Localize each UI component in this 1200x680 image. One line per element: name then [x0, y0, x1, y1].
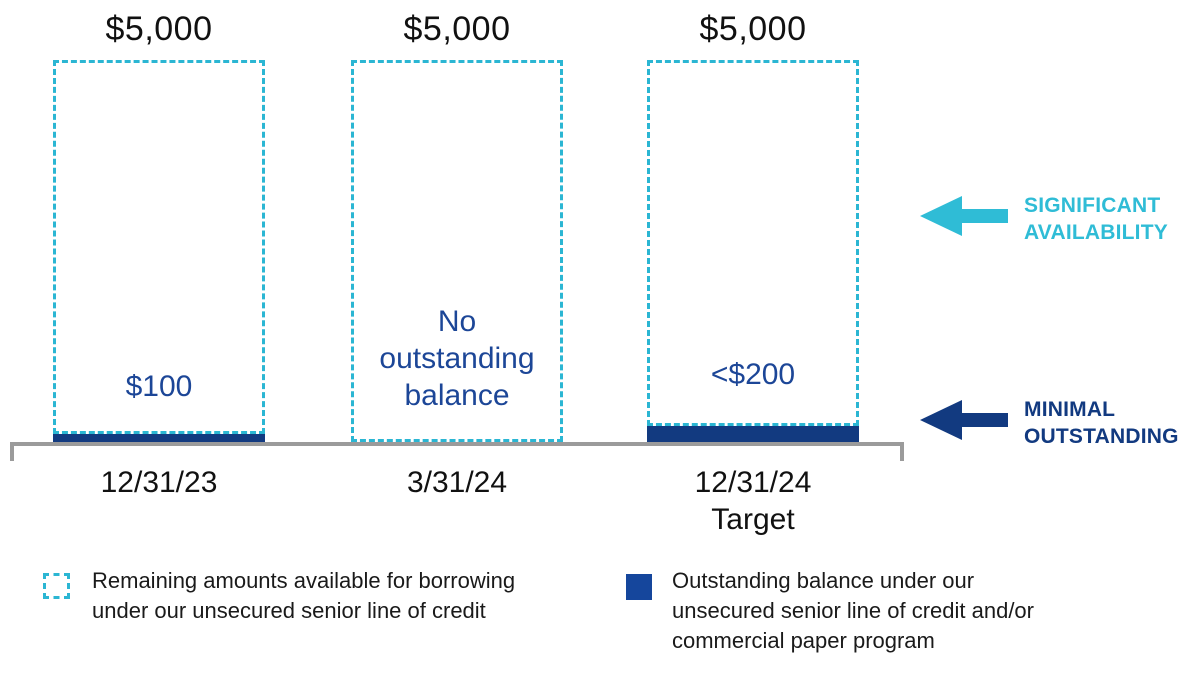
- x-axis-line: [10, 442, 904, 461]
- legend-dashed-swatch-icon: [43, 573, 70, 599]
- capacity-label-1: $5,000: [105, 10, 213, 48]
- outstanding-bar-3: [647, 426, 859, 442]
- balance-label-1: $100: [125, 370, 193, 403]
- legend-item-outstanding: Outstanding balance under our unsecured …: [672, 568, 1034, 653]
- x-axis-label-1: 12/31/23: [100, 466, 218, 499]
- availability-box-1: [53, 60, 265, 434]
- legend-filled-swatch-icon: [626, 574, 652, 600]
- left-arrow-navy-icon: [920, 400, 1008, 440]
- minimal-outstanding-label: MINIMAL OUTSTANDING: [1024, 398, 1179, 448]
- left-arrow-cyan-icon: [920, 196, 1008, 236]
- legend-item-available: Remaining amounts available for borrowin…: [92, 568, 516, 623]
- capacity-label-2: $5,000: [403, 10, 511, 48]
- outstanding-bar-1: [53, 434, 265, 442]
- balance-label-3: <$200: [710, 358, 796, 391]
- availability-box-3: [647, 60, 859, 426]
- balance-label-2: No outstanding balance: [379, 305, 535, 412]
- capacity-label-3: $5,000: [699, 10, 807, 48]
- availability-box-2: [351, 60, 563, 442]
- x-axis-label-3: 12/31/24 Target: [694, 466, 812, 536]
- x-axis-label-2: 3/31/24: [406, 466, 508, 499]
- significant-availability-label: SIGNIFICANT AVAILABILITY: [1024, 194, 1168, 244]
